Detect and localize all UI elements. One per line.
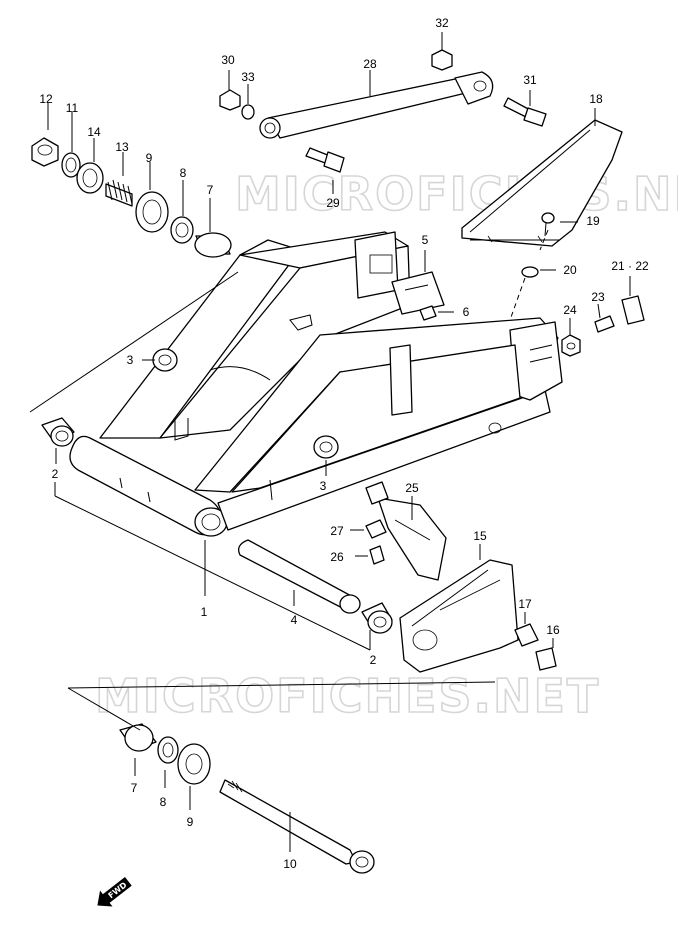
callout-2-right: 2 [370,653,377,667]
callout-23: 23 [591,290,605,304]
callout-15: 15 [473,529,487,543]
callout-26: 26 [330,550,344,564]
leader-lines [29,32,631,852]
callout-3-upper: 3 [127,353,134,367]
nut-30 [219,89,241,111]
nut-12 [31,137,59,167]
washer-8 [170,216,194,244]
chain-slider-15 [399,559,519,673]
callout-labels: 1 2 2 3 3 4 5 6 7 7 8 8 9 9 10 11 12 13 … [39,16,649,871]
fwd-badge: FWD [97,876,132,907]
bolt-29 [305,147,345,173]
callout-9-upper: 9 [146,151,153,165]
bearing-9 [135,191,169,233]
callout-17: 17 [518,597,532,611]
bushing-3-lower [313,435,339,459]
collar-7-lower [119,723,157,752]
washer-20 [521,266,539,278]
callout-16: 16 [546,623,560,637]
callout-14: 14 [87,125,101,139]
callout-33: 33 [241,70,255,84]
screw-19 [541,212,555,237]
guide-line-20 [509,277,526,321]
callout-25: 25 [405,481,419,495]
callout-18: 18 [589,92,603,106]
bolt-26 [369,545,385,565]
pivot-bolt-10 [219,779,375,874]
bolt-16 [535,647,557,671]
callout-31: 31 [523,73,537,87]
callout-21-22: 21 · 22 [611,259,649,273]
torque-rod-28 [259,71,494,139]
callout-3-lower: 3 [320,479,327,493]
clip-21-22 [621,295,645,325]
callout-10: 10 [283,857,297,871]
spacer-4 [237,539,361,614]
callout-13: 13 [115,140,129,154]
bearing-9-lower [177,743,211,785]
callout-8-upper: 8 [180,166,187,180]
bracket-5 [391,271,445,315]
callout-29: 29 [326,196,340,210]
bolt-6 [419,305,437,321]
spring-13 [105,179,133,207]
callout-24: 24 [563,303,577,317]
bushing-3-upper [152,348,178,372]
callout-11: 11 [66,101,79,115]
callout-4: 4 [291,613,298,627]
callout-32: 32 [435,16,449,30]
chain-guard-18 [461,119,623,247]
bushing-2-right [361,602,393,634]
callout-19: 19 [586,214,600,228]
collar-14 [76,162,104,194]
bolt-23 [594,315,615,333]
washer-8-lower [157,736,179,764]
chain-link-end [365,481,389,505]
nut-32 [431,49,453,71]
arrow-icon [97,876,132,907]
callout-20: 20 [563,263,577,277]
guide-line-19 [539,229,549,251]
nut-24 [561,334,581,357]
bushing-2-left [41,417,75,447]
callout-5: 5 [422,233,429,247]
chain-guide-25 [377,497,447,581]
callout-7-lower: 7 [131,781,138,795]
callout-9-lower: 9 [187,815,194,829]
callout-2-left: 2 [52,467,59,481]
bolt-31 [503,97,547,127]
collar-7 [194,232,232,258]
callout-12: 12 [39,92,53,106]
callout-28: 28 [363,57,377,71]
washer-33 [241,104,255,120]
washer-11 [61,152,81,178]
watermark-bottom: MICROFICHES.NET [95,669,600,723]
callout-8-lower: 8 [160,795,167,809]
callout-7-upper: 7 [207,183,214,197]
collar-17 [514,623,539,647]
callout-30: 30 [221,53,235,67]
swing-arm [69,231,563,537]
callout-6: 6 [463,305,470,319]
callout-27: 27 [330,524,344,538]
bolt-27 [365,519,387,539]
watermark-top: MICROFICHES.NET [235,167,678,221]
callout-1: 1 [201,605,208,619]
